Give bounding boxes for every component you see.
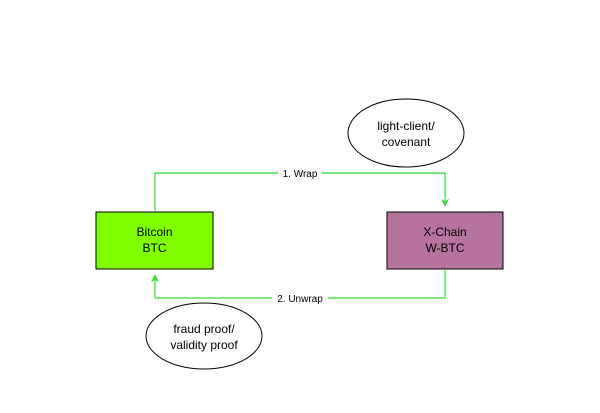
node-xchain-box (386, 211, 504, 270)
node-fraud-proof-line2: validity proof (170, 338, 238, 352)
node-bitcoin-subtitle: BTC (143, 241, 167, 255)
node-fraud-proof: fraud proof/ validity proof (145, 302, 263, 370)
node-xchain: X-Chain W-BTC (386, 211, 504, 270)
edge-wrap: 1. Wrap (154, 166, 449, 211)
node-bitcoin: Bitcoin BTC (95, 211, 214, 270)
node-bitcoin-title: Bitcoin (136, 225, 172, 239)
edge-wrap-label-bg (278, 166, 322, 180)
edge-wrap-label: 1. Wrap (283, 169, 318, 180)
node-light-client-line2: covenant (382, 135, 431, 149)
node-light-client-ellipse (347, 98, 465, 168)
node-fraud-proof-line1: fraud proof/ (173, 322, 235, 336)
node-light-client: light-client/ covenant (347, 98, 465, 168)
edge-unwrap-label-bg (272, 291, 328, 305)
edge-unwrap: 2. Unwrap (151, 270, 446, 305)
edge-unwrap-label: 2. Unwrap (277, 294, 323, 305)
node-xchain-title: X-Chain (423, 225, 466, 239)
node-fraud-proof-ellipse (145, 302, 263, 370)
node-xchain-subtitle: W-BTC (425, 241, 464, 255)
node-bitcoin-box (95, 211, 214, 270)
node-light-client-line1: light-client/ (377, 119, 435, 133)
